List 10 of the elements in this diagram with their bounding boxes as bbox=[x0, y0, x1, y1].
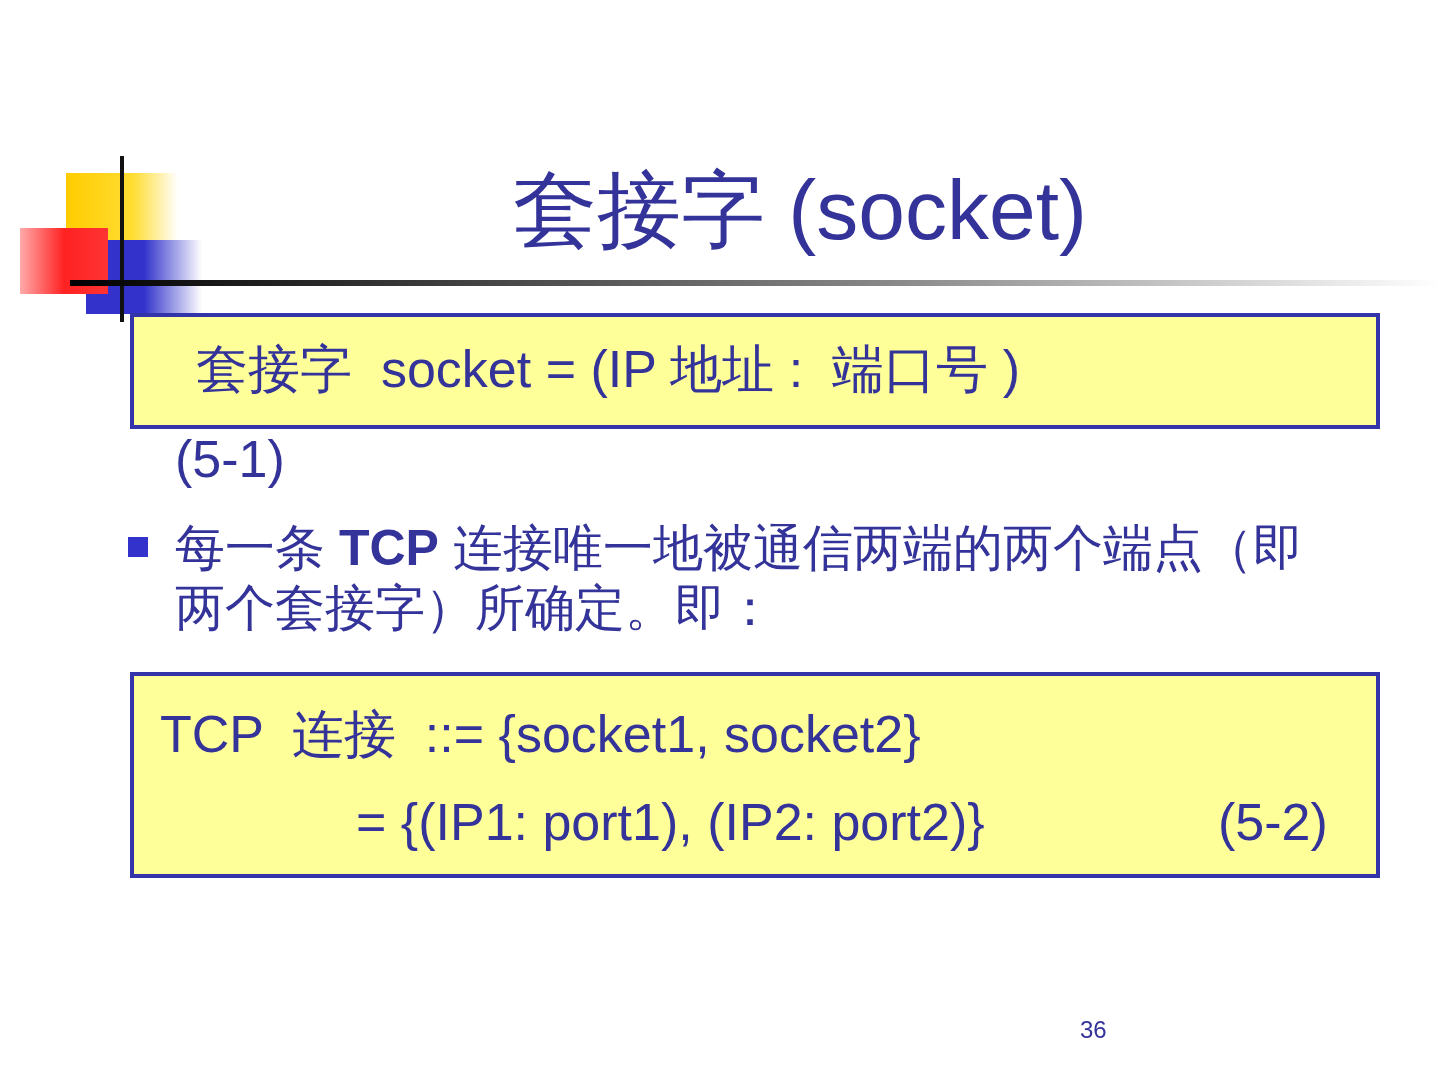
formula-text: TCP 连接 ::= {socket1, socket2} bbox=[160, 704, 921, 764]
equation-number: (5-1) bbox=[175, 429, 285, 489]
formula-box bbox=[130, 672, 1380, 878]
bullet-text: 每一条 TCP 连接唯一地被通信两端的两个端点（即两个套接字）所确定。即： bbox=[175, 519, 1304, 638]
slide-title: 套接字 (socket) bbox=[511, 162, 1089, 259]
formula-box bbox=[130, 313, 1380, 429]
page-number: 36 bbox=[1080, 1016, 1107, 1044]
formula-text: 套接字 socket = (IP 地址 : 端口号 ) bbox=[196, 339, 1020, 399]
formula-text: = {(IP1: port1), (IP2: port2)} bbox=[356, 792, 985, 852]
formula-text: (5-2) bbox=[1218, 792, 1328, 852]
